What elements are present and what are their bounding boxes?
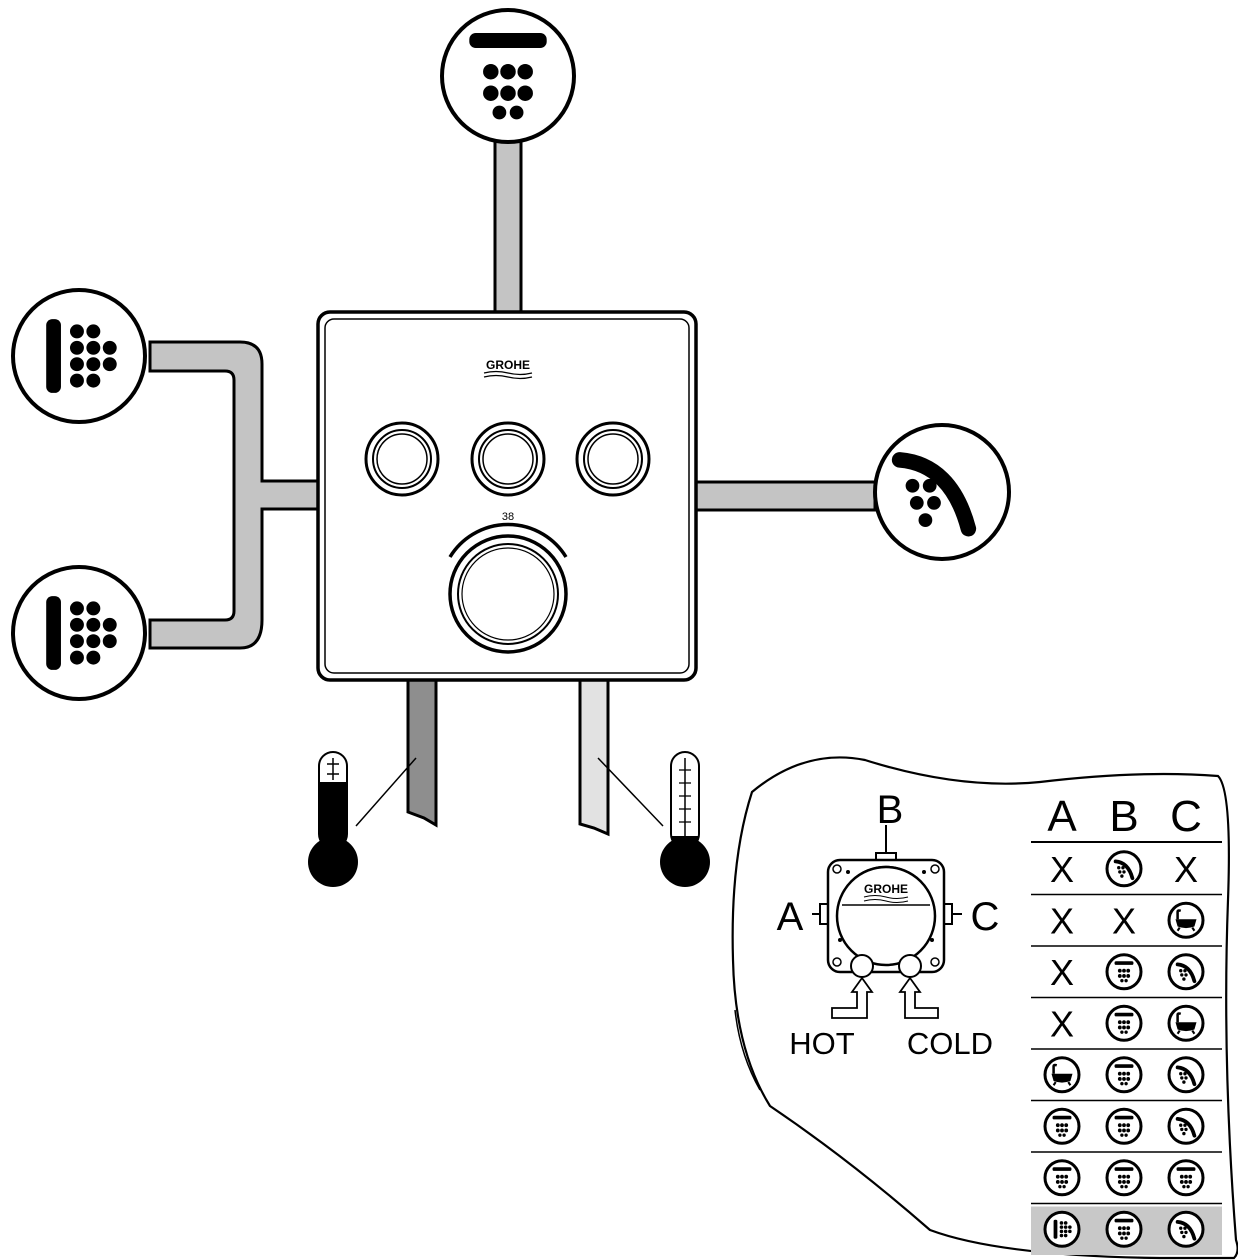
pipe-left-upper [148,340,322,650]
hand-shower-icon [1167,1210,1205,1248]
head-shower-icon [1043,1107,1081,1145]
cold-inlet-arrow [898,976,939,1019]
hand-shower-icon [1167,1056,1205,1094]
thermometer-cold-icon [597,751,710,887]
cell-x: X [1050,952,1074,993]
temperature-knob[interactable] [448,534,568,654]
port-label-a: A [777,895,804,939]
table-row: X [1031,952,1222,999]
outlet-left-upper [11,288,147,424]
head-shower-icon [1167,1159,1205,1197]
diverter-button-middle[interactable] [470,421,546,497]
bathtub-icon [1043,1056,1081,1094]
bathtub-icon [1167,901,1205,939]
head-shower-icon [1043,1159,1081,1197]
table-header-a: A [1047,792,1077,841]
hand-shower-icon [1105,850,1143,888]
inlet-label-cold: COLD [907,1026,993,1061]
outlet-right [873,423,1011,561]
pipes [148,138,877,837]
hand-shower-icon [1167,953,1205,991]
valve-body-diagram: GROHE B A C HOT COLD [777,788,1000,1061]
port-label-b: B [877,788,904,832]
hot-inlet-arrow [831,976,874,1019]
cell-x: X [1112,900,1136,941]
outlet-left-lower [11,565,147,701]
hand-shower-icon [1167,1107,1205,1145]
diverter-button-right[interactable] [575,421,651,497]
pipe-cold [578,676,610,837]
outlet-top [440,8,576,144]
table-row [1031,1107,1222,1153]
body-jet-icon [1043,1210,1081,1248]
head-shower-icon [1105,1210,1143,1248]
thermometer-hot-icon [308,751,417,887]
temperature-label: 38 [502,511,514,523]
table-row: X [1031,1003,1222,1050]
head-shower-icon [1105,1056,1143,1094]
head-shower-icon [1105,1004,1143,1042]
table-header-c: C [1170,792,1202,841]
cell-x: X [1050,1003,1074,1044]
grohe-logo: GROHE [486,358,530,372]
head-shower-icon [1105,1107,1143,1145]
table-row [1031,1159,1222,1205]
inlet-label-hot: HOT [789,1026,855,1061]
cell-x: X [1050,900,1074,941]
mixer-faceplate: GROHE 38 [316,310,698,682]
table-row [1031,1206,1222,1255]
table-header-b: B [1109,792,1138,841]
cell-x: X [1174,849,1198,890]
pipe-right [693,480,877,512]
bathtub-icon [1167,1004,1205,1042]
table-row [1031,1056,1222,1102]
detail-callout [731,756,1238,1260]
pipe-hot [406,676,438,828]
cell-x: X [1050,849,1074,890]
head-shower-icon [1105,1159,1143,1197]
head-shower-icon [1105,953,1143,991]
diverter-button-left[interactable] [364,421,440,497]
pipe-top [493,138,523,317]
port-label-c: C [971,895,1000,939]
valve-logo: GROHE [864,882,908,896]
